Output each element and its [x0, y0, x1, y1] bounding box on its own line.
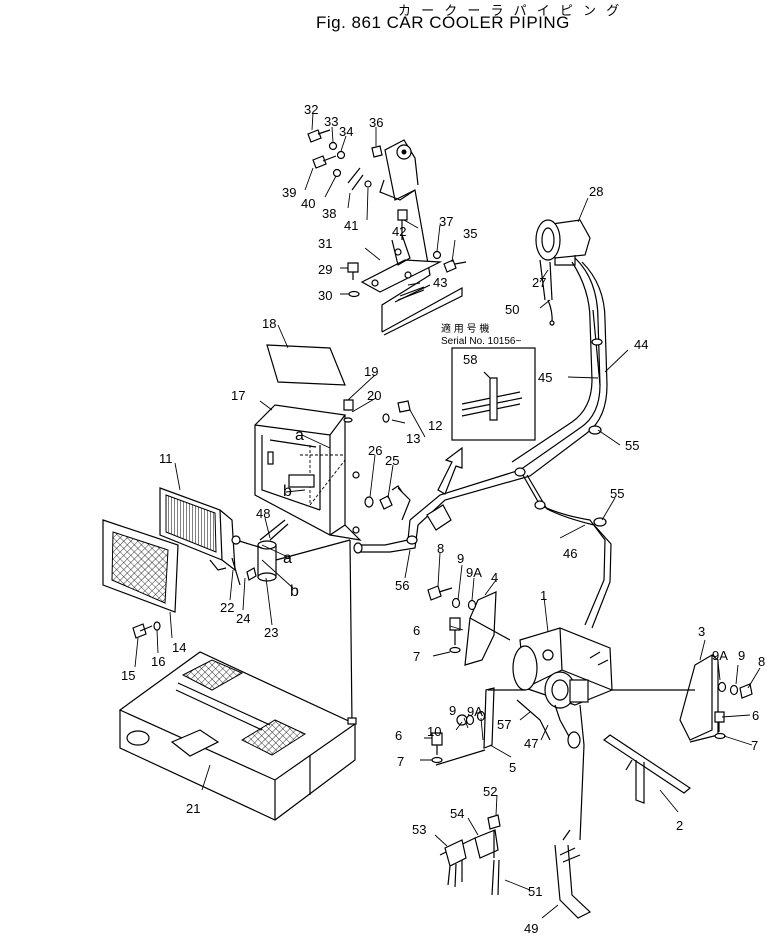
callout-15: 15 — [121, 668, 135, 683]
callout-18: 18 — [262, 316, 276, 331]
callout-24: 24 — [236, 611, 250, 626]
callout-27: 27 — [532, 275, 546, 290]
callout-30: 30 — [318, 288, 332, 303]
callout-34: 34 — [339, 124, 353, 139]
callout-2: 2 — [676, 818, 683, 833]
callout-labels: 32 33 34 36 39 40 38 41 42 37 35 31 29 3… — [121, 102, 765, 936]
callout-43: 43 — [433, 275, 447, 290]
compressor-unit — [464, 591, 719, 804]
callout-58: 58 — [463, 352, 477, 367]
callout-12: 12 — [428, 418, 442, 433]
callout-6-left-upper: 6 — [413, 623, 420, 638]
label-a-upper: a — [295, 427, 304, 444]
callout-6-right: 6 — [752, 708, 759, 723]
switch-assembly — [439, 744, 592, 919]
leader-lines — [134, 112, 761, 919]
compressor-bracket-assembly — [307, 129, 467, 336]
callout-7-right: 7 — [751, 738, 758, 753]
callout-48: 48 — [256, 506, 270, 521]
callout-9A-left-lower: 9A — [467, 704, 483, 719]
callout-22: 22 — [220, 600, 234, 615]
callout-21: 21 — [186, 801, 200, 816]
callout-10: 10 — [427, 724, 441, 739]
callout-29: 29 — [318, 262, 332, 277]
callout-47: 47 — [524, 736, 538, 751]
evaporator-housing — [254, 344, 362, 541]
callout-45: 45 — [538, 370, 552, 385]
callout-6-left-lower: 6 — [395, 728, 402, 743]
callout-52: 52 — [483, 784, 497, 799]
callout-31: 31 — [318, 236, 332, 251]
callout-3: 3 — [698, 624, 705, 639]
callout-36: 36 — [369, 115, 383, 130]
serial-note-text: Serial No. 10156~ — [441, 336, 521, 347]
callout-51: 51 — [528, 884, 542, 899]
callout-9-left-lower: 9 — [449, 703, 456, 718]
label-b-lower: b — [290, 583, 299, 600]
callout-20: 20 — [367, 388, 381, 403]
callout-39: 39 — [282, 185, 296, 200]
callout-55-upper: 55 — [625, 438, 639, 453]
callout-16: 16 — [151, 654, 165, 669]
callout-13: 13 — [406, 431, 420, 446]
callout-33: 33 — [324, 114, 338, 129]
figure-title: Fig. 861 CAR COOLER PIPING — [316, 13, 570, 32]
callout-9A-right: 9A — [712, 648, 728, 663]
callout-56: 56 — [395, 578, 409, 593]
callout-11: 11 — [159, 451, 173, 466]
callout-9-right: 9 — [738, 648, 745, 663]
figure-title-japanese: カ ー ク ー ラ パ イ ピ ン グ — [398, 4, 623, 19]
callout-42: 42 — [392, 224, 406, 239]
serial-note-japanese: 適 用 号 機 — [441, 322, 489, 335]
condenser-unit — [102, 487, 351, 613]
refrigerant-hoses — [353, 257, 612, 629]
callout-19: 19 — [364, 364, 378, 379]
callout-9A-left-upper: 9A — [466, 565, 482, 580]
callout-54: 54 — [450, 806, 464, 821]
callout-9-left-upper: 9 — [457, 551, 464, 566]
callout-46: 46 — [563, 546, 577, 561]
callout-5: 5 — [509, 760, 516, 775]
fasteners — [132, 399, 753, 766]
callout-8-right: 8 — [758, 654, 765, 669]
pulley-assembly — [535, 219, 591, 326]
callout-55-lower: 55 — [610, 486, 624, 501]
callout-14: 14 — [172, 640, 186, 655]
callout-41: 41 — [344, 218, 358, 233]
callout-49: 49 — [524, 921, 538, 936]
callout-7-left-upper: 7 — [413, 649, 420, 664]
callout-26: 26 — [368, 443, 382, 458]
callout-4: 4 — [491, 570, 498, 585]
callout-23: 23 — [264, 625, 278, 640]
callout-35: 35 — [463, 226, 477, 241]
callout-57: 57 — [497, 717, 511, 732]
callout-37: 37 — [439, 214, 453, 229]
serial-inset-box — [451, 347, 536, 441]
callout-32: 32 — [304, 102, 318, 117]
callout-1: 1 — [540, 588, 547, 603]
callout-53: 53 — [412, 822, 426, 837]
label-b-upper: b — [283, 483, 292, 500]
callout-40: 40 — [301, 196, 315, 211]
callout-28: 28 — [589, 184, 603, 199]
callout-17: 17 — [231, 388, 245, 403]
callout-44: 44 — [634, 337, 648, 352]
callout-8-left: 8 — [437, 541, 444, 556]
label-a-lower: a — [283, 550, 292, 567]
callout-7-left-lower: 7 — [397, 754, 404, 769]
callout-38: 38 — [322, 206, 336, 221]
callout-25: 25 — [385, 453, 399, 468]
callout-50: 50 — [505, 302, 519, 317]
cab-floor-panel — [118, 539, 357, 821]
